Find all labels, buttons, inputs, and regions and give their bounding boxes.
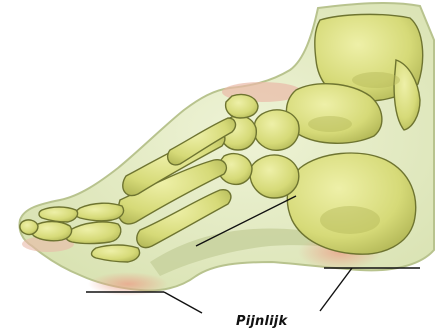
painful-label: Pijnlijk bbox=[236, 314, 287, 329]
navicular-bone bbox=[254, 110, 299, 150]
cuneiform-bone-3 bbox=[226, 94, 258, 118]
forefoot-pointer-line bbox=[164, 292, 202, 313]
cuboid-bone bbox=[250, 155, 299, 198]
toe-tip-bone bbox=[20, 220, 38, 235]
heel-pointer-line bbox=[320, 268, 352, 311]
